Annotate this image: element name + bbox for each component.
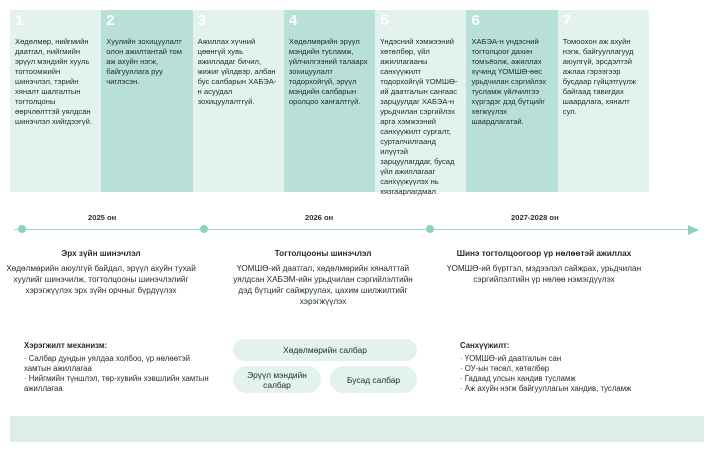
step-number: 4 [288, 12, 298, 29]
phase-legal-reform: Эрх зүйн шинэчлэл Хөдөлмөрийн аюулгүй ба… [6, 249, 196, 296]
step-number: 7 [562, 12, 572, 29]
step-text: Үндэсний хэмжээний хөтөлбөр, үйл ажиллаг… [380, 37, 458, 196]
step-text: Хөдөлмөрийн эрүүл мэндийн тусламж, үйлчи… [288, 37, 368, 106]
funding-title: Санхүүжилт: [460, 341, 510, 350]
funding: Санхүүжилт: ҮОМШӨ-ий даатгалын сан ОУ-ын… [460, 341, 700, 394]
step-card-5: 5 Үндэсний хэмжээний хөтөлбөр, үйл ажилл… [375, 10, 467, 196]
step-text: ХАБЭА-н үндэсний тогтолцоог дахин томъёо… [471, 37, 547, 126]
sector-other: Бусад салбар [330, 366, 417, 393]
phase-title: Шинэ тогтолцоогоор үр нөлөөтэй ажиллах [456, 249, 632, 258]
list-item: ҮОМШӨ-ий даатгалын сан [460, 354, 700, 364]
phase-system-reform: Тогтолцооны шинэчлэл ҮОМШӨ-ий даатгал, х… [228, 249, 418, 307]
timeline-label-2026: 2026 он [305, 213, 334, 222]
step-card-7: 7 Томоохон аж ахуйн нэгж, байгууллагууд … [557, 10, 650, 192]
timeline-dot [200, 225, 208, 233]
phase-title: Эрх зүйн шинэчлэл [61, 249, 141, 258]
phase-description: ҮОМШӨ-ий даатгал, хөдөлмөрийн хяналттай … [233, 264, 413, 306]
step-text: Томоохон аж ахуйн нэгж, байгууллагууд аю… [562, 37, 636, 116]
timeline-line [14, 229, 698, 230]
list-item: Нийгмийн түншлэл, төр-хувийн хэвшлийн ха… [24, 374, 214, 394]
phase-effective-operation: Шинэ тогтолцоогоор үр нөлөөтэй ажиллах Ү… [446, 249, 642, 285]
list-item: Аж ахуйн нэгж байгууллагын хандив, тусла… [460, 384, 700, 394]
timeline-label-2025: 2025 он [88, 213, 117, 222]
mechanism-title: Хэрэгжилт механизм: [24, 341, 108, 350]
step-card-2: 2 Хуулийн зохицуулалт олон ажилтантай то… [101, 10, 193, 192]
problem-steps: 1 Хөдөлмөр, нийгмийн даатгал, нийгмийн э… [10, 10, 704, 196]
step-number: 2 [106, 12, 115, 29]
step-text: Хөдөлмөр, нийгмийн даатгал, нийгмийн эрү… [15, 37, 92, 126]
mechanism-list: Салбар дундын уялдаа холбоо, үр нөлөөтэй… [24, 354, 214, 394]
step-card-4: 4 Хөдөлмөрийн эрүүл мэндийн тусламж, үйл… [283, 10, 376, 192]
list-item: ОУ-ын төсөл, хөтөлбөр [460, 364, 700, 374]
sector-labour: Хөдөлмөрийн салбар [233, 339, 417, 361]
sector-health: Эрүүл мэндийн салбар [233, 366, 321, 393]
phase-description: Хөдөлмөрийн аюулгүй байдал, эрүүл ахуйн … [6, 264, 196, 295]
phase-title: Тогтолцооны шинэчлэл [274, 249, 372, 258]
step-card-3: 3 Ажиллах хүчний цөөнгүй хувь ажилладаг … [192, 10, 284, 192]
step-card-1: 1 Хөдөлмөр, нийгмийн даатгал, нийгмийн э… [10, 10, 102, 192]
implementation-mechanism: Хэрэгжилт механизм: Салбар дундын уялдаа… [24, 341, 214, 394]
footer-band [10, 416, 704, 442]
timeline-arrow-icon [688, 224, 699, 235]
step-number: 1 [15, 12, 24, 29]
step-text: Ажиллах хүчний цөөнгүй хувь ажилладаг би… [197, 37, 277, 106]
funding-list: ҮОМШӨ-ий даатгалын сан ОУ-ын төсөл, хөтө… [460, 354, 700, 394]
step-number: 5 [380, 12, 389, 29]
list-item: Гадаад улсын хандив тусламж [460, 374, 700, 384]
step-number: 6 [471, 12, 480, 29]
phase-description: ҮОМШӨ-ий бүртгэл, мэдээлэл сайжрах, урьд… [446, 264, 642, 284]
timeline-label-2027-2028: 2027-2028 он [511, 213, 559, 222]
step-text: Хуулийн зохицуулалт олон ажилтантай том … [106, 37, 182, 86]
timeline-dot [18, 225, 26, 233]
list-item: Салбар дундын уялдаа холбоо, үр нөлөөтэй… [24, 354, 214, 374]
timeline-dot [426, 225, 434, 233]
step-card-6: 6 ХАБЭА-н үндэсний тогтолцоог дахин томъ… [466, 10, 558, 192]
step-number: 3 [197, 12, 206, 29]
